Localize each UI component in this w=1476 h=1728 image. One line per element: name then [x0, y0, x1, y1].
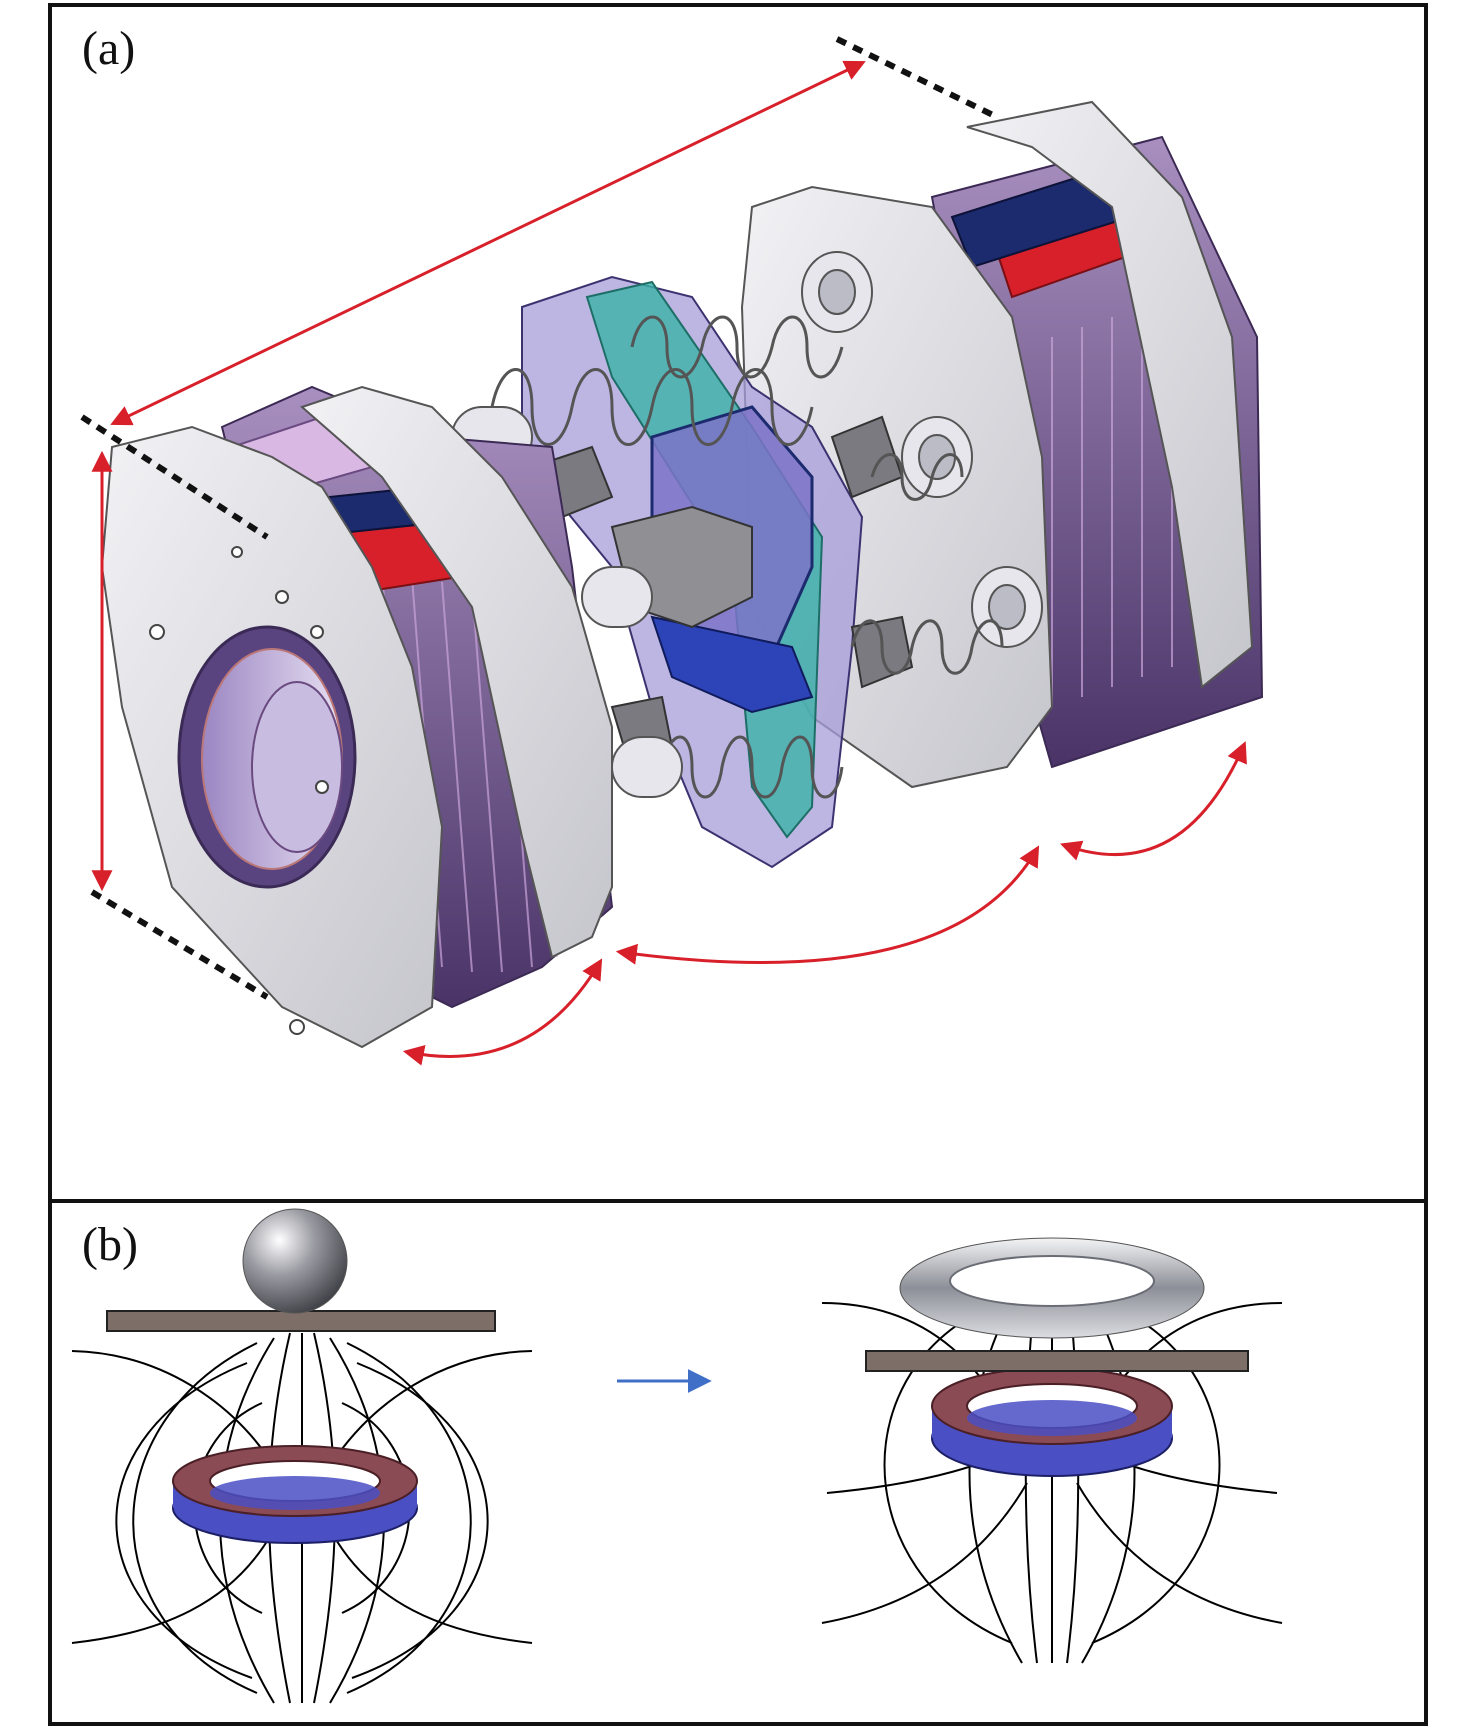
left-field-lines: [71, 1332, 533, 1704]
gap-arrow-right: [1060, 741, 1247, 861]
length-arrow: [110, 60, 866, 426]
left-plate: [106, 1310, 496, 1332]
red-arrows: [91, 60, 1247, 1066]
panel-b: (b): [48, 1199, 1428, 1726]
levitation-illustration: [71, 1208, 1283, 1704]
right-plate: [865, 1350, 1249, 1372]
gap-arrow-left: [402, 958, 603, 1066]
left-bore: [177, 625, 357, 889]
steel-sphere: [242, 1208, 348, 1314]
left-scene: [71, 1208, 533, 1704]
gap-arrow-center: [615, 845, 1040, 965]
right-outer-plate: [966, 100, 1254, 689]
device-illustration: [80, 36, 1264, 1066]
panel-b-label: (b): [82, 1218, 138, 1271]
left-ring-magnet: [172, 1445, 418, 1544]
dimension-markers: [80, 36, 999, 1000]
right-ring-magnet: [931, 1367, 1173, 1477]
right-scene: [821, 1237, 1283, 1664]
panel-a: (a): [48, 3, 1428, 1203]
mounting-holes: [149, 546, 329, 1035]
levitating-torus: [899, 1237, 1205, 1339]
